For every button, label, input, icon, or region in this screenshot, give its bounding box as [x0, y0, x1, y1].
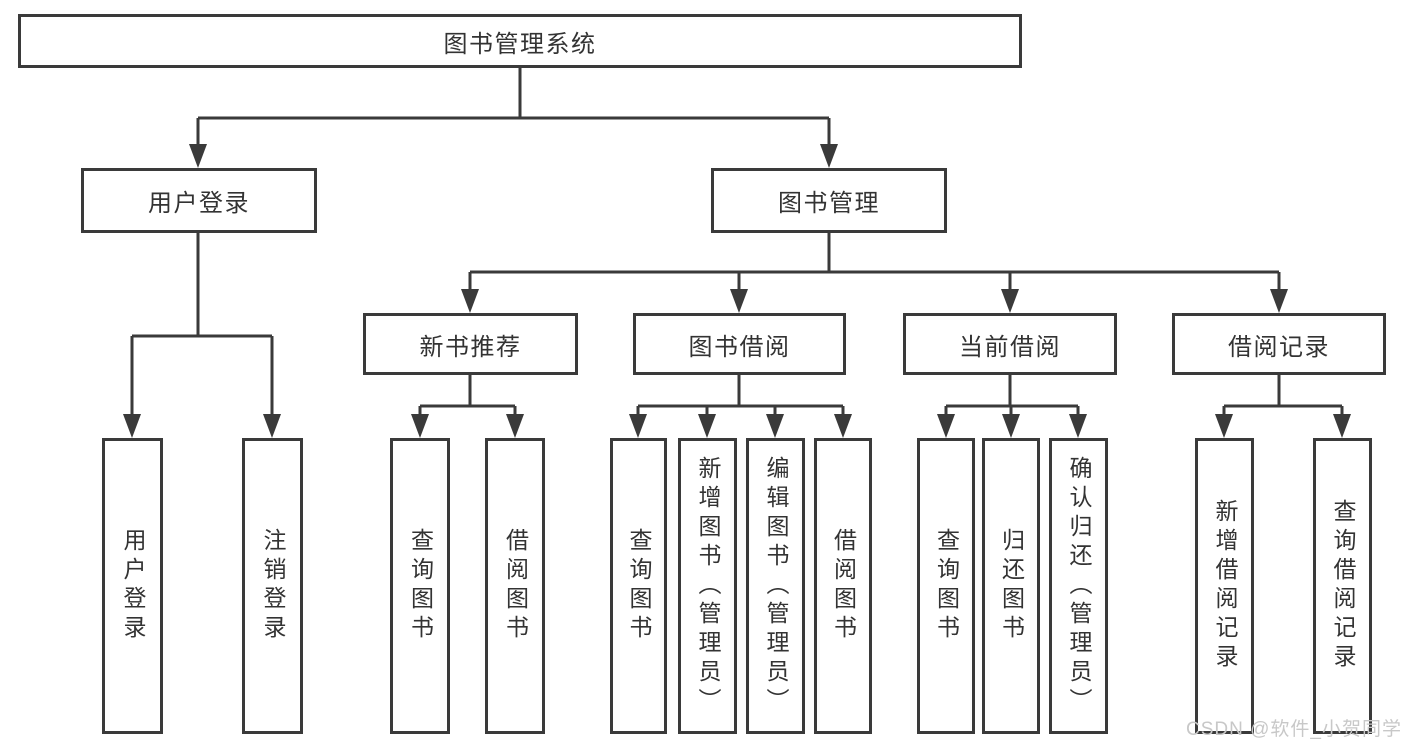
connector-borrow-records-children — [1222, 375, 1344, 418]
node-current-borrow-label: 当前借阅 — [959, 333, 1061, 361]
leaf-query-borrow-record: 查询借阅记录 — [1313, 438, 1372, 734]
node-borrow-records-label: 借阅记录 — [1228, 333, 1330, 361]
leaf-add-book-admin: 新增图书（管理员） — [678, 438, 737, 734]
leaf-add-borrow-record-label: 新增借阅记录 — [1212, 499, 1238, 673]
connector-current-borrow-children — [944, 375, 1080, 418]
connector-root-to-level2 — [196, 66, 831, 146]
leaf-query-books-2-label: 查询图书 — [626, 528, 652, 644]
connector-new-book-recommend-children — [418, 375, 517, 418]
node-current-borrow: 当前借阅 — [903, 313, 1117, 375]
leaf-borrow-books-2-label: 借阅图书 — [830, 528, 857, 644]
arrowhead-book-management — [820, 144, 838, 168]
arrowhead-leaf-query-borrow-record — [1333, 414, 1351, 438]
node-book-management: 图书管理 — [711, 168, 947, 233]
leaf-edit-book-admin: 编辑图书（管理员） — [746, 438, 805, 734]
leaf-logout-label: 注销登录 — [260, 528, 286, 644]
leaf-query-books-3-label: 查询图书 — [933, 528, 960, 644]
node-user-login: 用户登录 — [81, 168, 317, 233]
arrowhead-leaf-add-book — [698, 414, 716, 438]
connector-book-management-children — [468, 233, 1281, 292]
arrowhead-new-book-recommend — [461, 289, 479, 313]
connector-book-borrow-children — [636, 375, 845, 418]
node-new-book-recommend-label: 新书推荐 — [419, 333, 522, 361]
leaf-query-books-2: 查询图书 — [610, 438, 667, 734]
arrowhead-leaf-user-login — [123, 414, 141, 438]
arrowhead-current-borrow — [1001, 289, 1019, 313]
leaf-return-book: 归还图书 — [982, 438, 1040, 734]
leaf-query-books-1-label: 查询图书 — [407, 528, 434, 644]
arrowhead-leaf-borrow-books-1 — [506, 414, 524, 438]
leaf-query-books-3: 查询图书 — [917, 438, 975, 734]
node-book-borrow: 图书借阅 — [633, 313, 846, 375]
leaf-query-borrow-record-label: 查询借阅记录 — [1330, 499, 1356, 673]
node-system-root: 图书管理系统 — [18, 14, 1022, 68]
node-system-root-label: 图书管理系统 — [443, 30, 597, 58]
node-new-book-recommend: 新书推荐 — [363, 313, 578, 375]
leaf-user-login: 用户登录 — [102, 438, 163, 734]
leaf-confirm-return-admin: 确认归还（管理员） — [1049, 438, 1108, 734]
node-book-management-label: 图书管理 — [778, 190, 880, 217]
arrowhead-leaf-confirm-return — [1069, 414, 1087, 438]
csdn-watermark: CSDN @软件_小贺同学 — [1186, 719, 1402, 740]
leaf-edit-book-admin-label: 编辑图书（管理员） — [763, 455, 789, 717]
leaf-return-book-label: 归还图书 — [998, 528, 1025, 644]
arrowhead-book-borrow — [730, 289, 748, 313]
leaf-borrow-books-2: 借阅图书 — [814, 438, 872, 734]
leaf-query-books-1: 查询图书 — [390, 438, 450, 734]
connector-user-login-children — [130, 233, 274, 418]
leaf-add-book-admin-label: 新增图书（管理员） — [695, 455, 721, 717]
arrowhead-borrow-records — [1270, 289, 1288, 313]
arrowhead-leaf-query-books-3 — [937, 414, 955, 438]
leaf-borrow-books-1-label: 借阅图书 — [502, 528, 529, 644]
node-book-borrow-label: 图书借阅 — [688, 333, 791, 361]
arrowhead-leaf-add-borrow-record — [1215, 414, 1233, 438]
arrowhead-leaf-query-books-2 — [629, 414, 647, 438]
node-user-login-label: 用户登录 — [148, 190, 250, 217]
arrowhead-leaf-logout — [263, 414, 281, 438]
leaf-borrow-books-1: 借阅图书 — [485, 438, 545, 734]
arrowhead-leaf-return-book — [1002, 414, 1020, 438]
leaf-add-borrow-record: 新增借阅记录 — [1195, 438, 1254, 734]
arrowhead-leaf-borrow-books-2 — [834, 414, 852, 438]
arrowhead-leaf-edit-book — [766, 414, 784, 438]
arrowhead-user-login — [189, 144, 207, 168]
arrowhead-leaf-query-books-1 — [411, 414, 429, 438]
leaf-user-login-label: 用户登录 — [120, 528, 146, 644]
leaf-confirm-return-admin-label: 确认归还（管理员） — [1066, 455, 1092, 717]
leaf-logout: 注销登录 — [242, 438, 303, 734]
node-borrow-records: 借阅记录 — [1172, 313, 1386, 375]
